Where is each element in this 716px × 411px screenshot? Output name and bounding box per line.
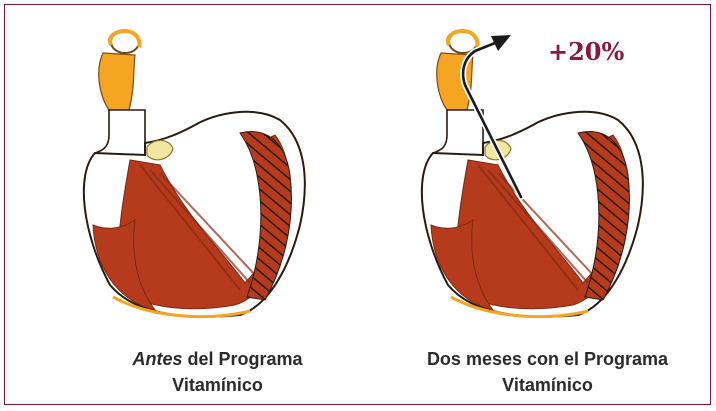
figure-frame: +20% Antes del Programa Vitamínico Dos m… xyxy=(4,4,711,405)
outflow-tract xyxy=(94,109,146,156)
heart-after-diagram xyxy=(403,15,693,325)
heart-before-diagram xyxy=(65,15,355,325)
atrium-muscle xyxy=(92,218,157,311)
outflow-arrow-icon xyxy=(460,35,524,200)
caption-before: Antes del Programa Vitamínico xyxy=(95,346,340,398)
heart-after-svg xyxy=(420,28,644,319)
caption-before-text: del Programa Vitamínico xyxy=(172,349,303,395)
caption-after-line1: Dos meses con el Programa xyxy=(426,349,669,369)
aortic-valve xyxy=(146,139,174,161)
heart-before-svg xyxy=(82,28,306,319)
increase-label: +20% xyxy=(548,37,625,66)
atrium-muscle xyxy=(430,218,495,311)
caption-before-emphasis: Antes xyxy=(132,349,183,369)
hatched-wall xyxy=(239,131,292,301)
caption-after: Dos meses con el Programa Vitamínico xyxy=(395,346,700,398)
caption-after-line2: Vitamínico xyxy=(502,375,593,395)
aorta xyxy=(98,52,136,111)
hatched-wall xyxy=(577,131,630,301)
outflow-tract xyxy=(432,109,484,156)
